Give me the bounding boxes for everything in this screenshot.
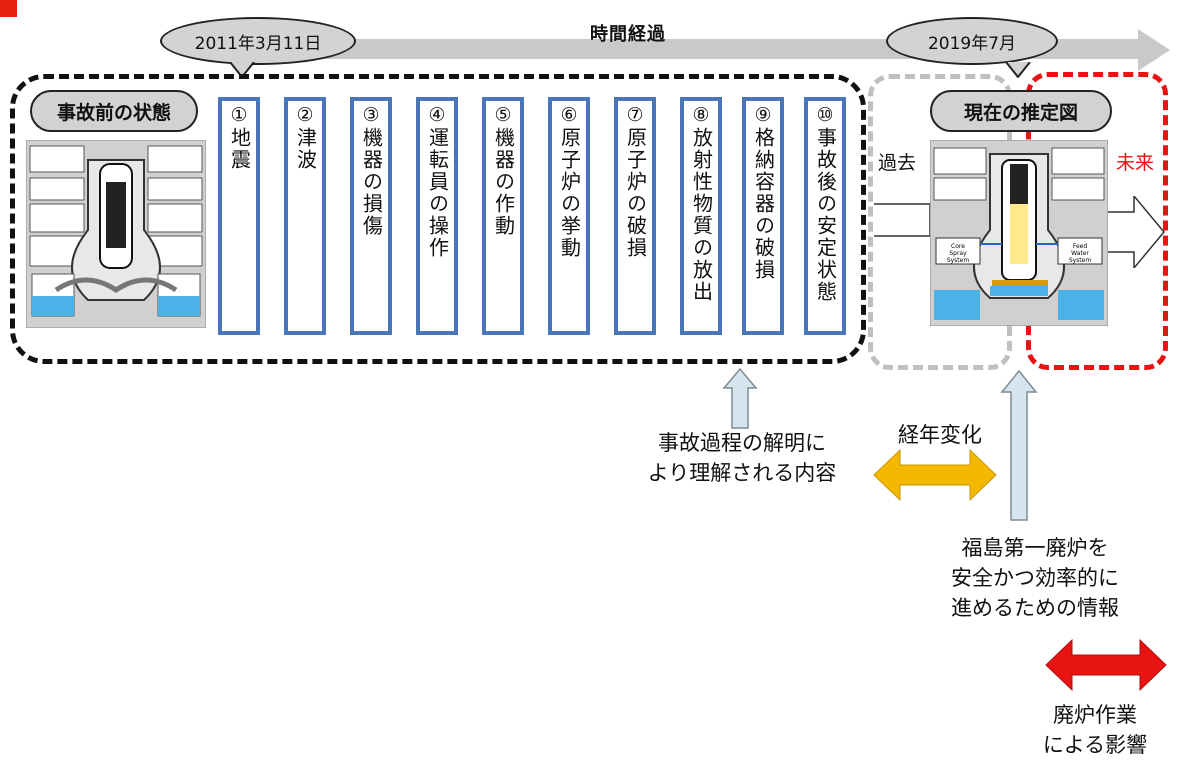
before-accident-region [10, 74, 866, 364]
impact-caption-line2: による影響 [1042, 733, 1148, 757]
svg-text:Spray: Spray [949, 250, 967, 257]
event-4-operator-actions: ④ 運転員の操作 [416, 97, 458, 335]
event-8-radioactive-release: ⑧ 放射性物質の放出 [680, 97, 722, 335]
event-5-equipment-operation: ⑤ 機器の作動 [482, 97, 524, 335]
corner-marker [0, 0, 17, 17]
event-1-earthquake: ① 地震 [218, 97, 260, 335]
event-label: 運転員の操作 [425, 127, 450, 259]
info-caption: 福島第一廃炉を 安全かつ効率的に 進めるための情報 [920, 533, 1150, 623]
event-2-tsunami: ② 津波 [284, 97, 326, 335]
reactor-schematic-before [26, 140, 206, 328]
event-label: 原子炉の破損 [623, 127, 648, 259]
understanding-caption-line1: 事故過程の解明に [658, 431, 826, 455]
event-number: ⑨ [754, 104, 772, 126]
start-date-bubble: 2011年3月11日 [160, 17, 356, 65]
event-number: ④ [428, 104, 446, 126]
event-number: ⑤ [494, 104, 512, 126]
info-caption-line2: 安全かつ効率的に [951, 566, 1119, 590]
timeline-arrow-head [1138, 29, 1170, 71]
event-9-containment-damage: ⑨ 格納容器の破損 [742, 97, 784, 335]
impact-caption: 廃炉作業 による影響 [1020, 700, 1170, 760]
event-7-reactor-damage: ⑦ 原子炉の破損 [614, 97, 656, 335]
event-label: 放射性物質の放出 [689, 127, 714, 303]
svg-text:System: System [1069, 257, 1092, 264]
event-3-equipment-damage: ③ 機器の損傷 [350, 97, 392, 335]
info-caption-line3: 進めるための情報 [951, 596, 1119, 620]
impact-double-arrow-icon [1045, 638, 1167, 692]
aging-caption: 経年変化 [898, 423, 982, 447]
event-number: ⑦ [626, 104, 644, 126]
event-label: 津波 [293, 127, 318, 171]
svg-text:System: System [947, 257, 970, 264]
event-label: 格納容器の破損 [751, 127, 776, 281]
info-up-arrow-icon [1000, 370, 1038, 521]
event-number: ③ [362, 104, 380, 126]
event-number: ⑧ [692, 104, 710, 126]
svg-text:Feed: Feed [1073, 243, 1088, 250]
current-estimate-title: 現在の推定図 [930, 90, 1112, 132]
event-10-stable-state: ⑩ 事故後の安定状態 [804, 97, 846, 335]
past-arrow-icon [874, 203, 931, 237]
impact-caption-line1: 廃炉作業 [1053, 703, 1137, 727]
event-number: ⑥ [560, 104, 578, 126]
event-number: ② [296, 104, 314, 126]
event-number: ① [230, 104, 248, 126]
event-label: 機器の作動 [491, 127, 516, 237]
info-caption-line1: 福島第一廃炉を [961, 536, 1109, 560]
event-label: 地震 [227, 127, 252, 171]
event-label: 機器の損傷 [359, 127, 384, 237]
now-date-bubble: 2019年7月 [886, 17, 1058, 65]
svg-text:Water: Water [1071, 250, 1089, 257]
event-label: 事故後の安定状態 [813, 127, 838, 303]
aging-double-arrow-icon [873, 448, 997, 502]
understanding-up-arrow-icon [722, 368, 758, 429]
past-label: 過去 [878, 152, 917, 174]
understanding-caption: 事故過程の解明に より理解される内容 [626, 428, 858, 488]
now-date-bubble-tail [1005, 62, 1031, 78]
event-6-reactor-behavior: ⑥ 原子炉の挙動 [548, 97, 590, 335]
understanding-caption-line2: より理解される内容 [647, 461, 837, 485]
before-accident-title: 事故前の状態 [30, 90, 198, 132]
event-number: ⑩ [816, 104, 834, 126]
svg-text:Core: Core [951, 243, 965, 250]
event-label: 原子炉の挙動 [557, 127, 582, 259]
reactor-schematic-current: Core Spray System Feed Water System [930, 140, 1108, 326]
timeline-label: 時間経過 [590, 24, 666, 45]
future-label: 未来 [1116, 152, 1155, 174]
